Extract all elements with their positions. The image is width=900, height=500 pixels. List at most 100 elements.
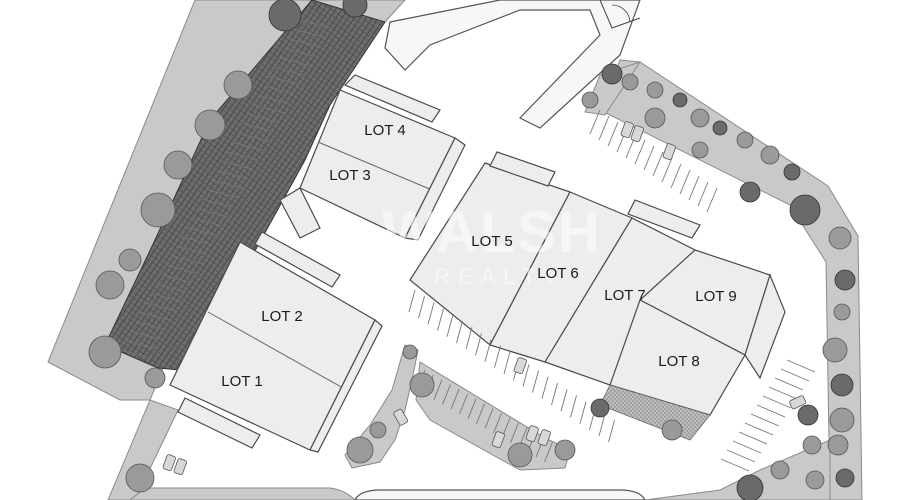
parking-stall-line xyxy=(732,440,762,454)
tree xyxy=(690,108,710,128)
landscape-trees xyxy=(88,0,856,500)
parking-stall-line xyxy=(408,289,416,313)
parking-stall-line xyxy=(197,208,228,218)
tree xyxy=(828,226,852,250)
parking-stall-line xyxy=(475,333,482,356)
parking-stall-line xyxy=(456,320,463,344)
building-lot-1-2 xyxy=(169,231,383,453)
tree xyxy=(835,468,855,488)
parking-stall-line xyxy=(437,308,444,331)
parking-stall-line xyxy=(744,422,774,436)
tree xyxy=(802,435,822,455)
parking-stall-line xyxy=(768,386,798,400)
tree xyxy=(830,373,854,397)
building-lot-3-4 xyxy=(279,74,466,241)
parking-stall-line xyxy=(243,123,274,133)
tree xyxy=(346,436,374,464)
tree xyxy=(736,474,764,500)
tree xyxy=(140,192,176,228)
lot-7-label: LOT 7 xyxy=(604,287,645,304)
tree xyxy=(833,303,851,321)
tree xyxy=(507,442,533,468)
tree xyxy=(402,344,418,360)
parking-stall-line xyxy=(446,314,454,337)
parking-stall-line xyxy=(560,389,568,412)
parking-stall-line xyxy=(544,441,553,463)
parking-stall-line xyxy=(207,189,238,199)
parking-stall-line xyxy=(706,187,718,213)
parking-stall-line xyxy=(171,255,202,265)
tree xyxy=(797,404,819,426)
parking-stall-line xyxy=(720,458,750,472)
parking-stall-line xyxy=(756,404,786,418)
parking-stall-line xyxy=(289,38,320,48)
tree xyxy=(601,63,623,85)
parking-stall-line xyxy=(150,292,181,302)
tree xyxy=(118,248,142,272)
parking-stall-line xyxy=(217,170,248,180)
tree xyxy=(590,398,610,418)
parking-stall-line xyxy=(762,395,792,409)
parking-stall-line xyxy=(459,393,468,415)
southeast-lawn xyxy=(644,439,831,500)
parking-stall-line xyxy=(510,422,519,443)
lot-4-label: LOT 4 xyxy=(364,122,405,139)
tree xyxy=(163,150,193,180)
parking-stall-line xyxy=(670,163,682,189)
building-lot-5-9 xyxy=(409,151,786,441)
parking-stall-line xyxy=(726,449,756,463)
tree xyxy=(194,109,226,141)
parking-stall-line xyxy=(465,327,473,350)
tree xyxy=(770,460,790,480)
parking-stall-line xyxy=(274,66,305,76)
parking-stall-line xyxy=(688,175,700,201)
tree xyxy=(554,439,576,461)
parking-stall-line xyxy=(433,379,443,400)
parking-stall-line xyxy=(634,139,646,165)
parking-stall-line xyxy=(427,302,435,325)
parking-stall-line xyxy=(263,85,295,95)
parking-stall-line xyxy=(284,47,315,57)
tree xyxy=(621,73,639,91)
parked-cars xyxy=(162,121,807,476)
parking-stall-line xyxy=(161,274,192,284)
parking-stall-line xyxy=(233,142,264,152)
parking-stall-line xyxy=(125,340,156,350)
tree xyxy=(691,141,709,159)
gate-swing xyxy=(611,4,631,23)
parking-stall-line xyxy=(299,19,331,29)
tree xyxy=(644,107,666,129)
tree xyxy=(144,367,166,389)
lot-6-label: LOT 6 xyxy=(537,265,578,282)
parking-stall-line xyxy=(541,376,549,399)
watermark-text: WALSH xyxy=(382,200,601,265)
parking-stall-line xyxy=(140,311,171,321)
parking-stall-line xyxy=(607,121,619,147)
parking-stall-line xyxy=(532,370,539,393)
tree xyxy=(409,372,435,398)
parking-stall-line xyxy=(253,104,284,114)
north-gate xyxy=(599,0,641,29)
parking-stall-line xyxy=(186,226,217,236)
parking-stall-line xyxy=(191,217,223,227)
tree xyxy=(739,181,761,203)
parking-stall-line xyxy=(589,109,601,135)
lot-5-label: LOT 5 xyxy=(471,233,512,250)
parking-stall-line xyxy=(570,395,577,418)
tree xyxy=(95,270,125,300)
lot-8-label: LOT 8 xyxy=(658,353,699,370)
tree xyxy=(834,269,856,291)
parking-stall-line xyxy=(522,364,530,387)
parking-stall-line xyxy=(130,330,161,340)
parking-stall-line xyxy=(238,132,269,142)
parking-stall-line xyxy=(494,345,501,368)
parking-stall-line xyxy=(227,151,259,161)
parking-stall-line xyxy=(750,413,780,427)
parking-stall-line xyxy=(450,389,460,410)
parking-stall-line xyxy=(661,157,673,183)
tree xyxy=(661,419,683,441)
tree xyxy=(783,163,801,181)
parking-stall-line xyxy=(258,94,289,104)
parking-stall-line xyxy=(176,245,207,255)
